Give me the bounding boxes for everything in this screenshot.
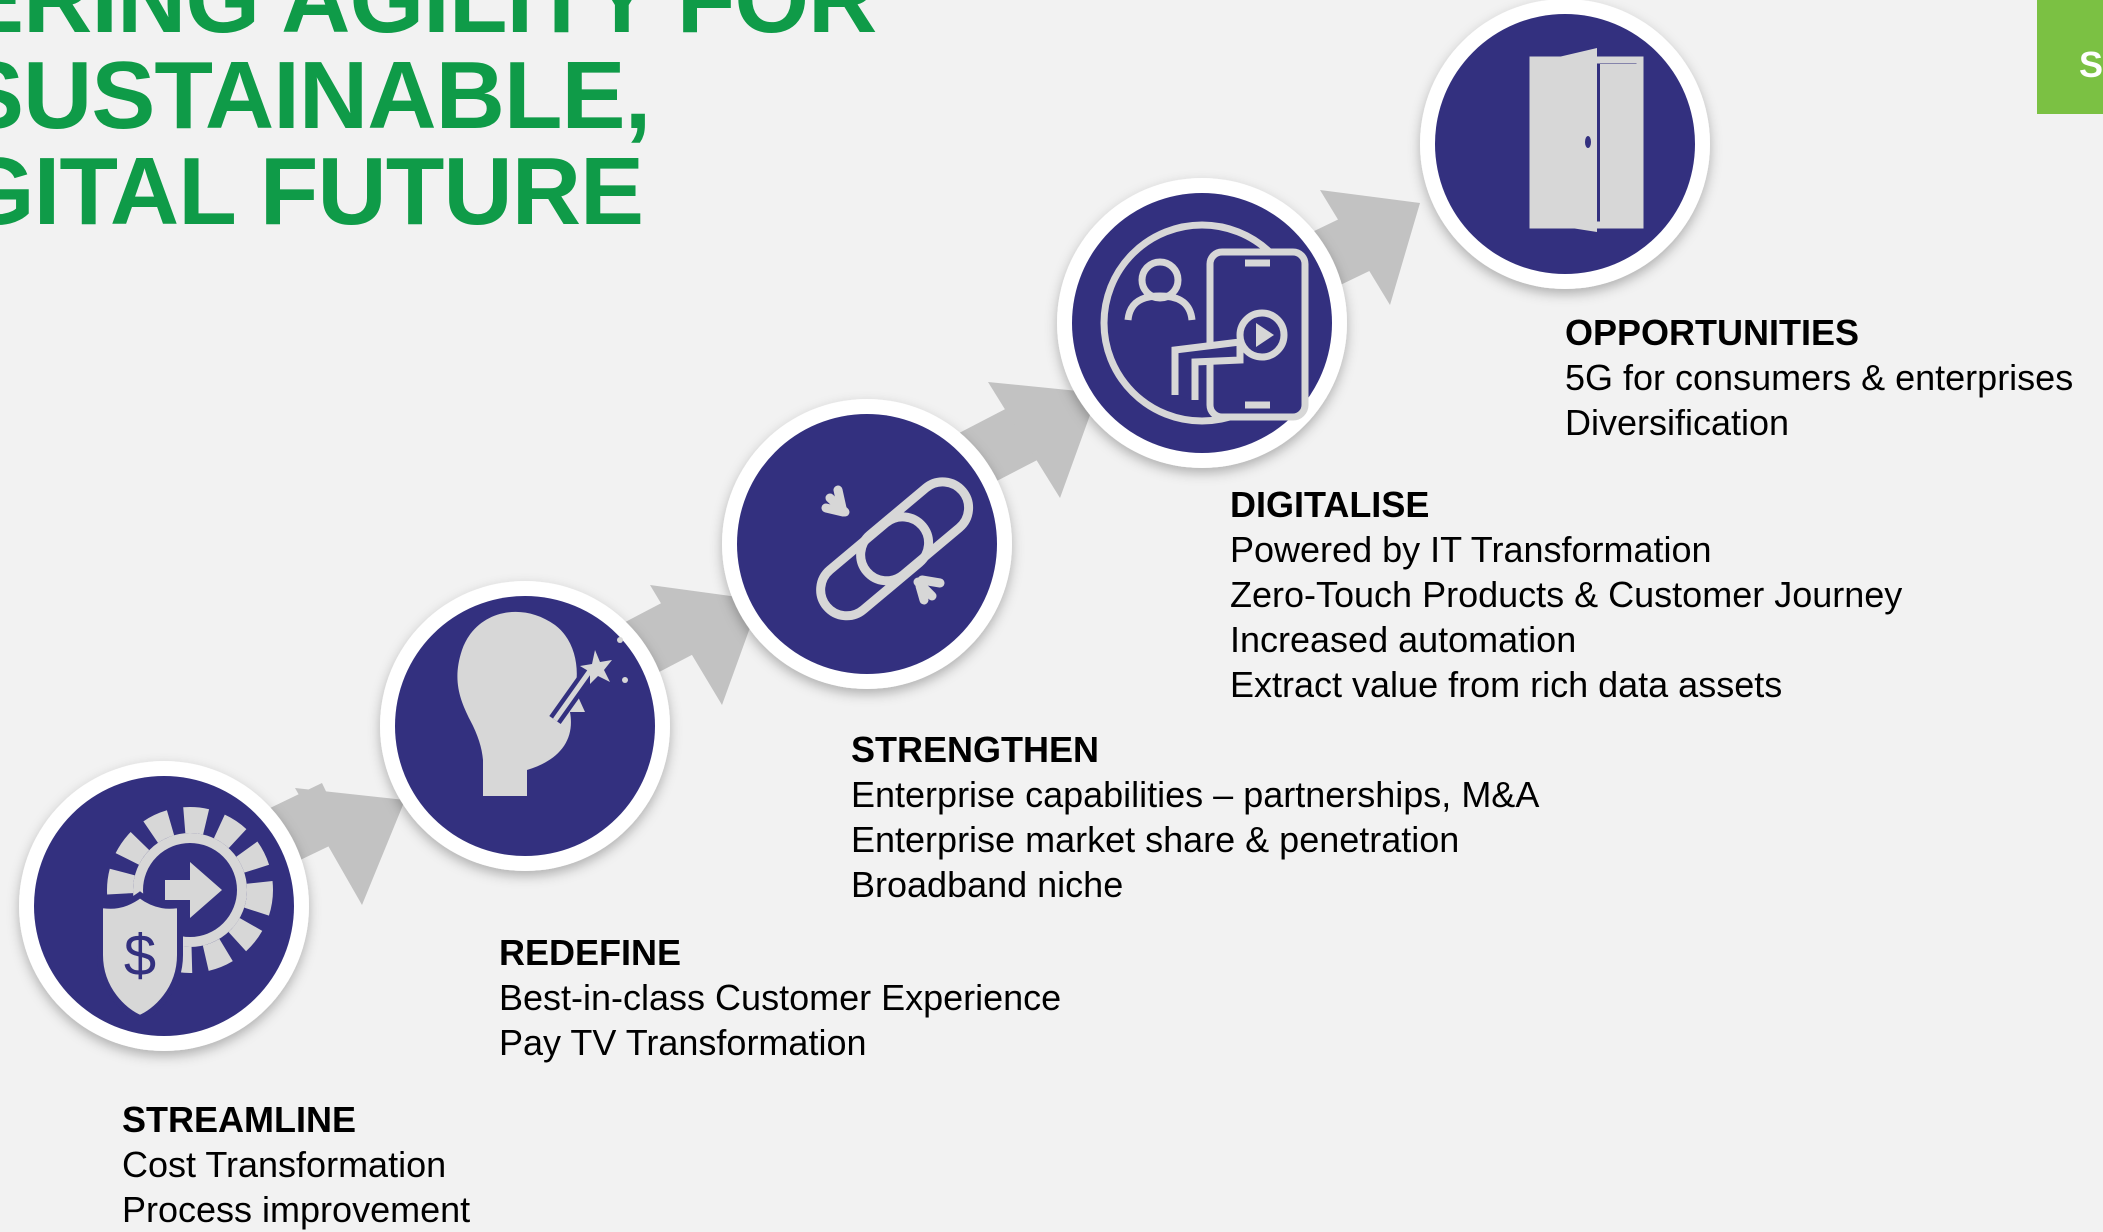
corner-tag-label: S — [2079, 44, 2103, 85]
step-opportunities: OPPORTUNITIES 5G for consumers & enterpr… — [1565, 310, 2073, 445]
step-line: Diversification — [1565, 402, 1790, 443]
title-line: SUSTAINABLE, — [0, 42, 651, 149]
step-line: Powered by IT Transformation — [1230, 529, 1712, 570]
step-streamline: STREAMLINE Cost Transformation Process i… — [122, 1097, 470, 1232]
step-line: Increased automation — [1230, 619, 1577, 660]
title-line: ERING AGILITY FOR — [0, 0, 877, 48]
corner-tag: S — [2037, 0, 2103, 114]
step-redefine: REDEFINE Best-in-class Customer Experien… — [499, 930, 1061, 1065]
open-door-icon — [1529, 48, 1644, 232]
head-magic-wand-icon — [457, 611, 628, 796]
dollar-shield-gear-icon: $ — [97, 807, 273, 1022]
step-line: Zero-Touch Products & Customer Journey — [1230, 574, 1903, 615]
chain-link-icon — [816, 477, 974, 621]
svg-text:$: $ — [124, 923, 156, 988]
step-line: Process improvement — [122, 1189, 471, 1230]
step-heading: REDEFINE — [499, 932, 682, 973]
step-line: Enterprise market share & penetration — [851, 819, 1460, 860]
step-line: Cost Transformation — [122, 1144, 447, 1185]
step-line: Enterprise capabilities – partnerships, … — [851, 774, 1540, 815]
step-line: 5G for consumers & enterprises — [1565, 357, 2074, 398]
step-line: Extract value from rich data assets — [1230, 664, 1783, 705]
page-title: ERING AGILITY FOR SUSTAINABLE, GITAL FUT… — [0, 0, 877, 245]
step-heading: OPPORTUNITIES — [1565, 312, 1860, 353]
mobile-user-video-icon — [1100, 221, 1309, 425]
step-line: Pay TV Transformation — [499, 1022, 867, 1063]
step-heading: STRENGTHEN — [851, 729, 1100, 770]
step-line: Best-in-class Customer Experience — [499, 977, 1062, 1018]
step-strengthen: STRENGTHEN Enterprise capabilities – par… — [851, 727, 1539, 907]
step-line: Broadband niche — [851, 864, 1124, 905]
step-digitalise: DIGITALISE Powered by IT Transformation … — [1230, 482, 1902, 707]
step-heading: DIGITALISE — [1230, 484, 1430, 525]
step-heading: STREAMLINE — [122, 1099, 356, 1140]
title-line: GITAL FUTURE — [0, 138, 644, 245]
